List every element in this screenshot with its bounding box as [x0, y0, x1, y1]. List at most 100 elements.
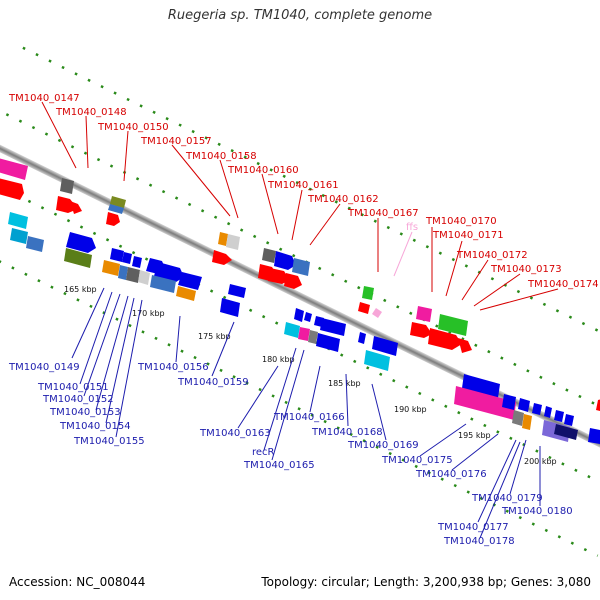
genome-summary-text: Topology: circular; Length: 3,200,938 bp… — [261, 575, 591, 589]
gene-arrow — [554, 410, 564, 422]
genome-title: Ruegeria sp. TM1040, complete genome — [167, 8, 433, 23]
gene-arrow — [106, 212, 120, 226]
accession-text: Accession: NC_008044 — [9, 575, 146, 589]
gene-label: TM1040_0151 — [37, 382, 109, 393]
forward-strand-genes — [0, 158, 600, 411]
ruler-label: 190 kbp — [394, 405, 427, 414]
gene-arrow — [532, 403, 542, 415]
gene-label: TM1040_0158 — [185, 151, 257, 162]
gene-arrow — [462, 374, 500, 398]
gene-block — [150, 275, 176, 293]
gene-label: TM1040_0149 — [8, 362, 80, 373]
gene-label: TM1040_0179 — [471, 493, 543, 504]
gene-arrow — [564, 414, 574, 426]
gene-block — [512, 410, 524, 426]
gene-label: TM1040_0157 — [140, 136, 212, 147]
gene-block — [138, 270, 150, 285]
gene-arrow — [70, 201, 82, 214]
gene-arrow — [518, 398, 530, 412]
gene-label: TM1040_0177 — [437, 522, 509, 533]
rna-feature — [372, 308, 382, 318]
gene-arrow — [154, 262, 184, 282]
gene-block — [126, 267, 140, 283]
gene-label: TM1040_0176 — [415, 469, 487, 480]
gene-arrow — [110, 248, 124, 262]
bottom-gene-labels: TM1040_0149 TM1040_0151 TM1040_0152 TM10… — [8, 362, 573, 547]
gene-label: TM1040_0161 — [267, 180, 339, 191]
gene-block — [218, 232, 228, 246]
ruler-label: 180 kbp — [262, 355, 295, 364]
gene-block — [226, 234, 240, 250]
gene-block — [64, 248, 92, 268]
gene-label: TM1040_0175 — [381, 455, 453, 466]
gene-label: TM1040_0163 — [199, 428, 271, 439]
gene-label: TM1040_0168 — [311, 427, 383, 438]
gene-label: TM1040_0172 — [456, 250, 528, 261]
gene-arrow — [178, 272, 202, 290]
gene-label: TM1040_0171 — [432, 230, 504, 241]
gene-label: TM1040_0154 — [59, 421, 131, 432]
gene-block — [438, 314, 468, 336]
gene-label: TM1040_0155 — [73, 436, 145, 447]
gene-label: TM1040_0166 — [273, 412, 345, 423]
gene-arrow — [502, 394, 516, 410]
rna-label: ffs — [406, 222, 418, 233]
gene-arrow — [358, 302, 370, 314]
gene-block — [0, 158, 28, 180]
gene-label: TM1040_0147 — [8, 93, 80, 104]
rna-leader — [393, 231, 413, 277]
gene-arrow — [228, 284, 246, 298]
gene-block — [60, 178, 74, 194]
gene-block — [102, 260, 120, 276]
gene-block — [364, 350, 390, 371]
gene-label: TM1040_0153 — [49, 407, 121, 418]
gene-label: TM1040_0160 — [227, 165, 299, 176]
gene-block — [298, 327, 310, 341]
gene-arrow — [358, 332, 366, 344]
bottom-label-leaders — [71, 287, 541, 539]
gene-label: TM1040_0170 — [425, 216, 497, 227]
gene-label: TM1040_0150 — [97, 122, 169, 133]
gene-arrow — [428, 328, 462, 350]
outer-dot-line — [22, 46, 600, 376]
gene-arrow — [588, 428, 600, 444]
gene-label: TM1040_0174 — [527, 279, 599, 290]
ruler-label: 185 kbp — [328, 379, 361, 388]
ruler-label: 175 kbp — [198, 332, 231, 341]
reverse-strand-genes — [8, 212, 600, 444]
gene-block — [8, 212, 28, 229]
gene-block — [284, 322, 300, 338]
gene-block — [26, 236, 44, 252]
gene-label: TM1040_0148 — [55, 107, 127, 118]
gene-block — [308, 330, 318, 344]
gene-arrow — [220, 298, 240, 317]
gene-label: TM1040_0156 — [137, 362, 209, 373]
gene-block — [522, 414, 532, 430]
ruler-label: 195 kbp — [458, 431, 491, 440]
gene-label: TM1040_0173 — [490, 264, 562, 275]
gene-label: TM1040_0152 — [42, 394, 114, 405]
gene-arrow — [596, 399, 600, 411]
gene-block — [108, 204, 124, 214]
gene-arrow — [410, 322, 432, 338]
gene-arrow — [320, 318, 346, 336]
gene-block — [262, 248, 276, 263]
gene-label: TM1040_0162 — [307, 194, 379, 205]
gene-arrow — [66, 232, 96, 253]
gene-arrow — [372, 336, 398, 356]
gene-arrow — [122, 252, 132, 264]
gene-label: TM1040_0178 — [443, 536, 515, 547]
gene-block — [416, 306, 432, 322]
gene-arrow — [212, 250, 232, 265]
gene-block — [10, 228, 28, 244]
gene-label: TM1040_0165 — [243, 460, 315, 471]
gene-arrow — [458, 338, 472, 353]
gene-arrow — [268, 268, 290, 284]
gene-arrow — [132, 256, 142, 268]
gene-label: TM1040_0159 — [177, 377, 249, 388]
gene-block — [362, 286, 374, 300]
top-gene-labels: TM1040_0147 TM1040_0148 TM1040_0150 TM10… — [8, 93, 599, 290]
top-label-leaders — [41, 101, 559, 311]
gene-block — [110, 196, 126, 208]
